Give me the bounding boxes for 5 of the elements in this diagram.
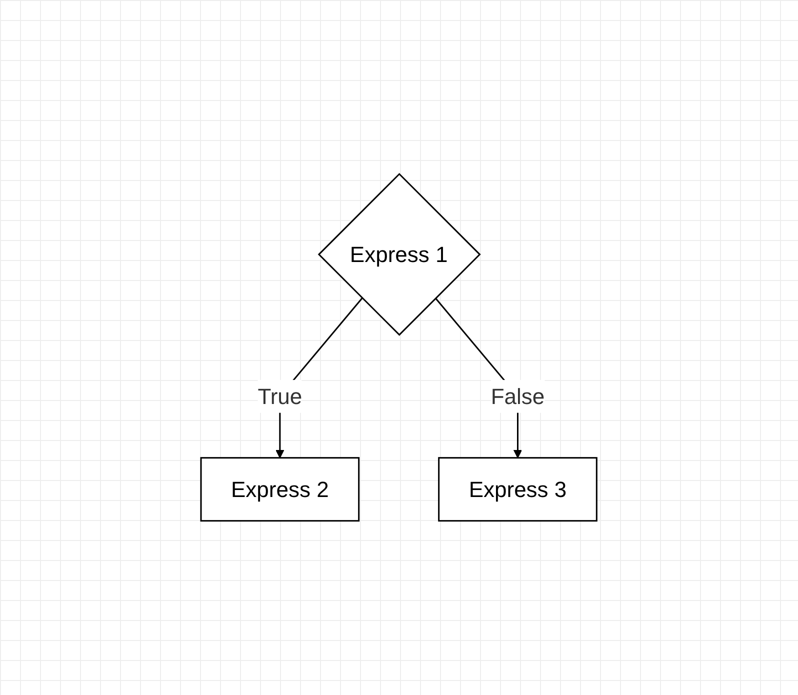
node-box: Express 3 <box>438 457 598 522</box>
node-box: Express 2 <box>200 457 360 522</box>
node-diamond: Express 1 <box>318 173 481 336</box>
edge-label: True <box>258 384 302 409</box>
edge-label: False <box>491 384 545 409</box>
